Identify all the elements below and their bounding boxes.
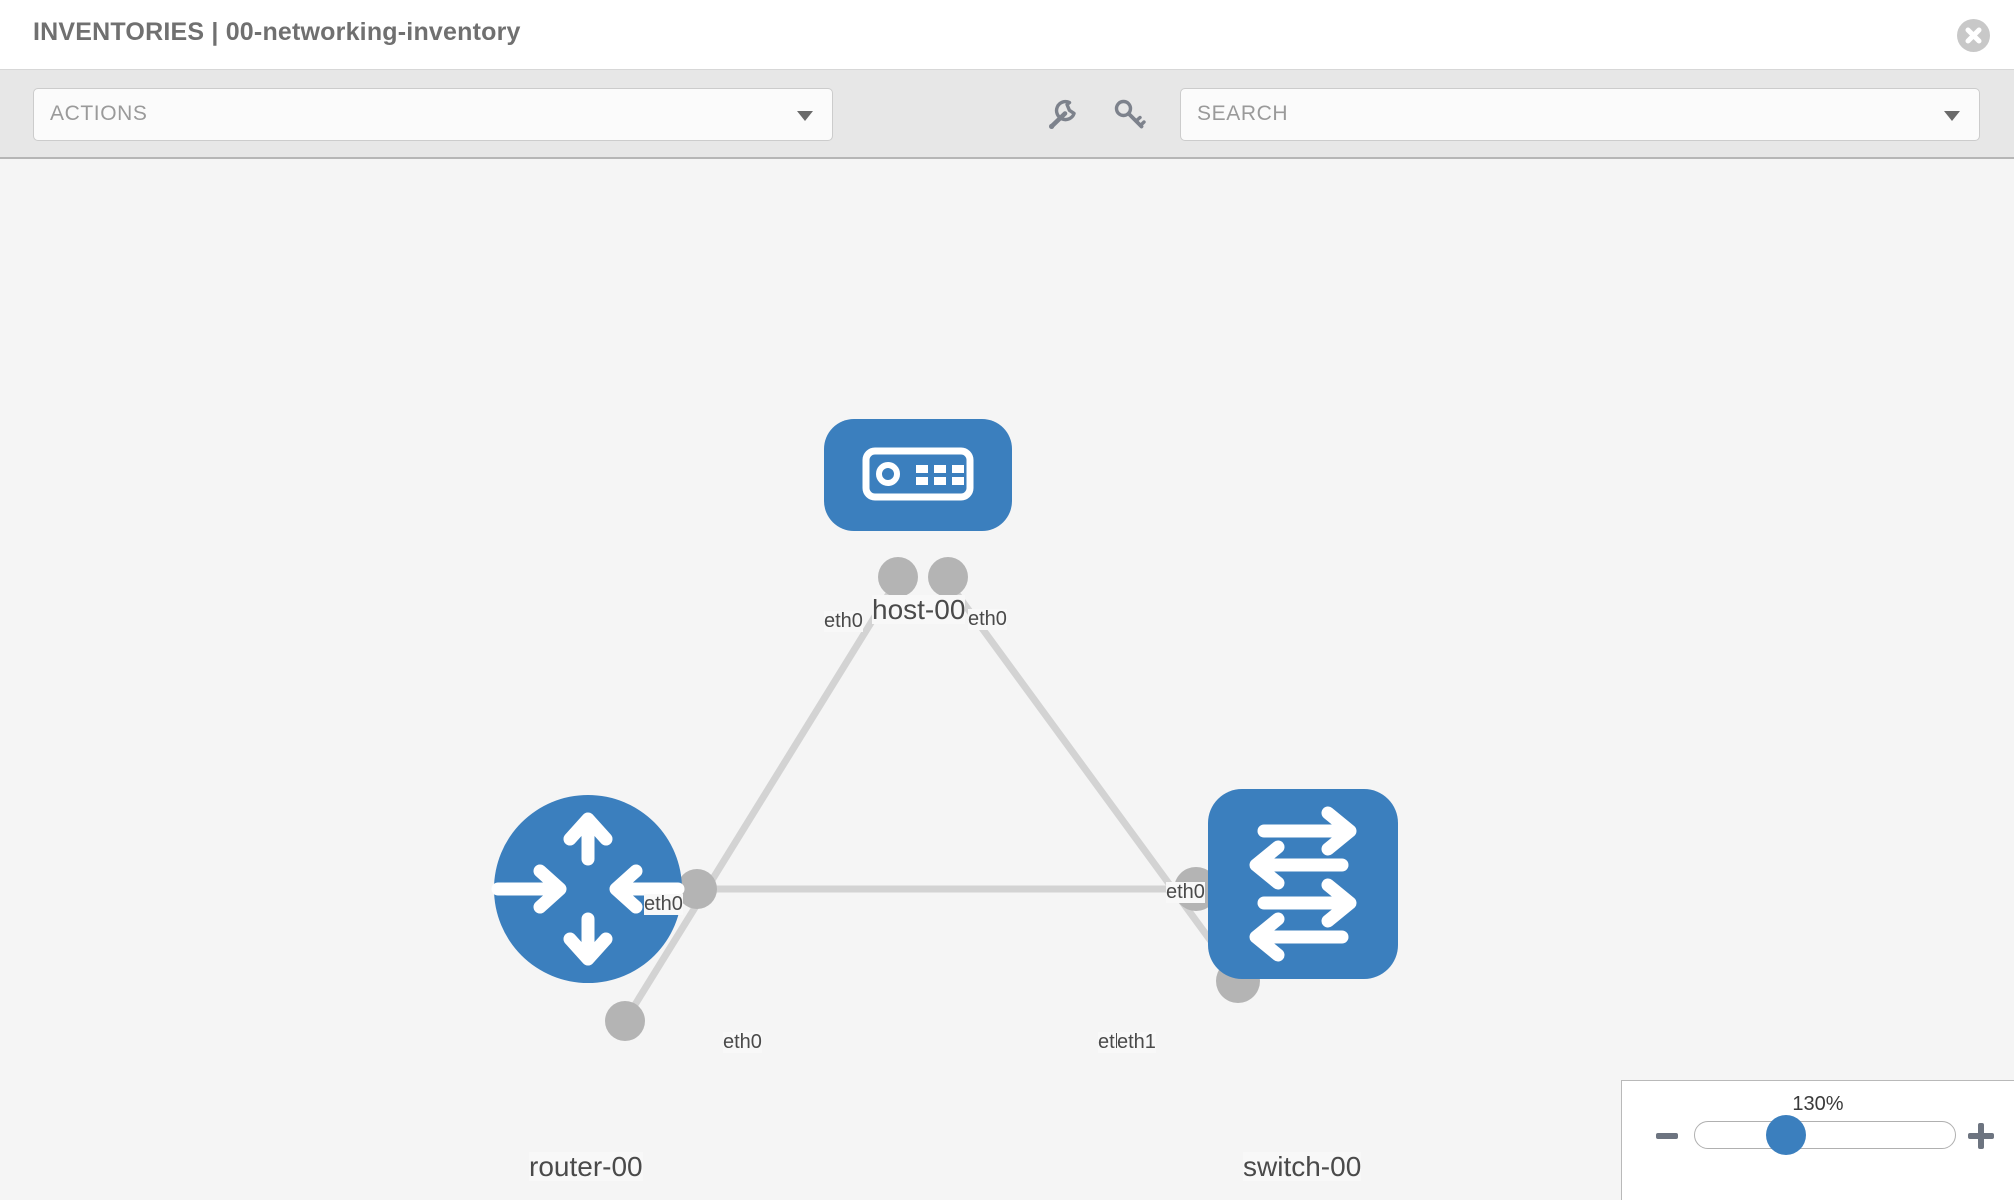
iface-label-switch-left-b: eth1: [1117, 1031, 1156, 1053]
topology-links: [617, 576, 1249, 1031]
actions-dropdown-label: ACTIONS: [50, 102, 148, 125]
node-label-router-00: router-00: [529, 1151, 643, 1182]
plus-icon[interactable]: [1968, 1123, 1994, 1149]
wrench-icon[interactable]: [1043, 96, 1081, 134]
iface-label-router-up: eth0: [644, 893, 683, 915]
connector-host-right: [928, 557, 968, 597]
connector-host-left: [878, 557, 918, 597]
toolbar: ACTIONS SEARCH: [0, 70, 2014, 159]
iface-label-switch-up: eth0: [1166, 881, 1205, 903]
node-label-switch-00: switch-00: [1243, 1151, 1362, 1182]
zoom-percent-label: 130%: [1792, 1093, 1844, 1115]
actions-dropdown[interactable]: ACTIONS: [33, 88, 833, 141]
page-title: INVENTORIES | 00-networking-inventory: [33, 18, 521, 46]
iface-label-host-left: eth0: [824, 610, 863, 632]
connector-router-right: [677, 869, 717, 909]
close-icon[interactable]: [1957, 19, 1990, 52]
chevron-down-icon[interactable]: [1944, 111, 1960, 121]
zoom-slider-track[interactable]: [1694, 1121, 1956, 1149]
topology-connectors: [605, 557, 1260, 1041]
node-host-00: [824, 419, 1012, 531]
chevron-down-icon: [797, 111, 813, 121]
key-icon[interactable]: [1110, 96, 1148, 134]
minus-icon[interactable]: [1656, 1133, 1678, 1139]
zoom-control-panel: 130%: [1621, 1080, 2014, 1200]
search-input[interactable]: SEARCH: [1180, 88, 1980, 141]
zoom-slider-thumb[interactable]: [1766, 1115, 1806, 1155]
connector-router-up: [605, 1001, 645, 1041]
search-placeholder: SEARCH: [1197, 102, 1289, 125]
node-router-00: [491, 795, 685, 983]
iface-label-router-right: eth0: [723, 1031, 762, 1053]
node-switch-00: [1208, 789, 1398, 979]
link-host-router: [617, 577, 901, 1031]
node-label-host-00: host-00: [872, 594, 966, 625]
page-header: INVENTORIES | 00-networking-inventory: [0, 0, 2014, 70]
link-host-switch: [943, 576, 1249, 992]
iface-label-host-right: eth0: [968, 608, 1007, 630]
topology-canvas[interactable]: host-00 router-00 switch-00 eth0 eth0 et…: [0, 159, 2014, 1200]
